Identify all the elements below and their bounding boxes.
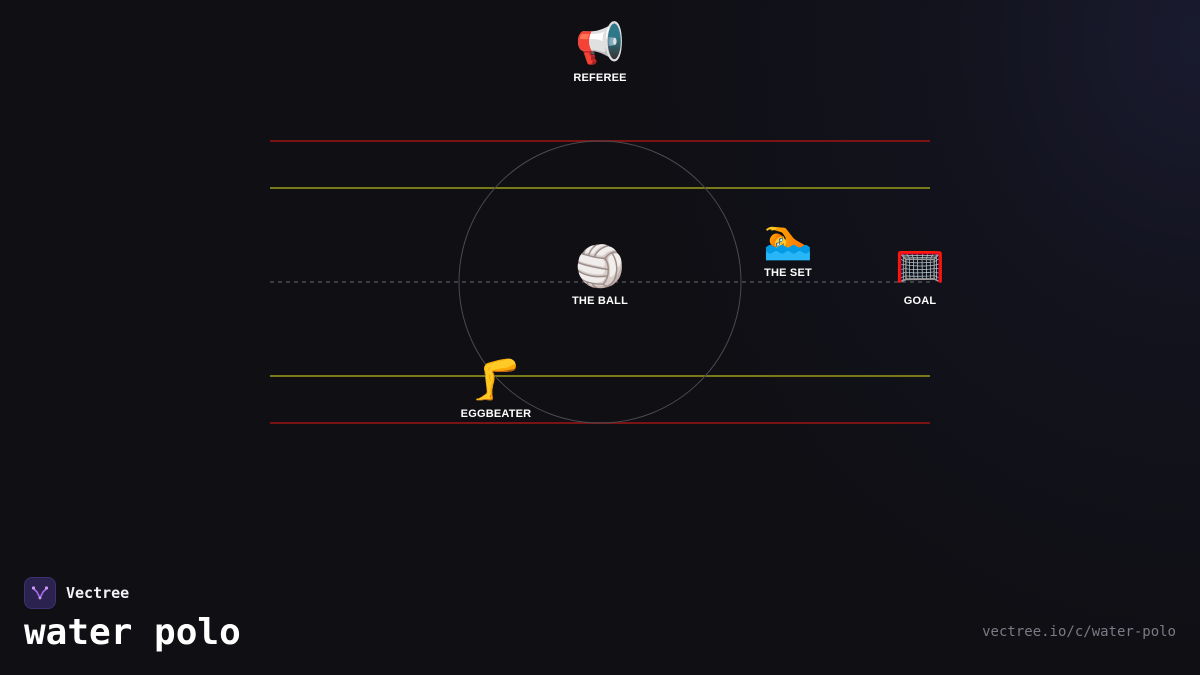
page-url: vectree.io/c/water-polo [982,624,1176,640]
center-circle [458,140,742,424]
node-set: 🏊 THE SET [728,215,848,280]
node-eggbeater: 🦵 EGGBEATER [436,356,556,421]
node-ball-label: THE BALL [572,295,628,307]
vectree-logo-icon [24,577,56,609]
brand-name: Vectree [66,584,130,602]
megaphone-icon: 📢 [575,21,625,67]
volleyball-icon: 🏐 [575,244,625,290]
node-referee-label: REFEREE [573,72,627,84]
node-referee: 📢 REFEREE [540,20,660,85]
goal-net-icon: 🥅 [895,244,945,290]
node-goal: 🥅 GOAL [860,243,980,308]
swimmer-icon: 🏊 [763,216,813,262]
node-eggbeater-label: EGGBEATER [460,408,532,420]
node-goal-label: GOAL [903,295,937,307]
leg-icon: 🦵 [471,357,521,403]
brand: Vectree [24,577,129,609]
node-set-label: THE SET [764,267,812,279]
node-ball: 🏐 THE BALL [540,243,660,308]
page-title: water polo [24,612,241,653]
